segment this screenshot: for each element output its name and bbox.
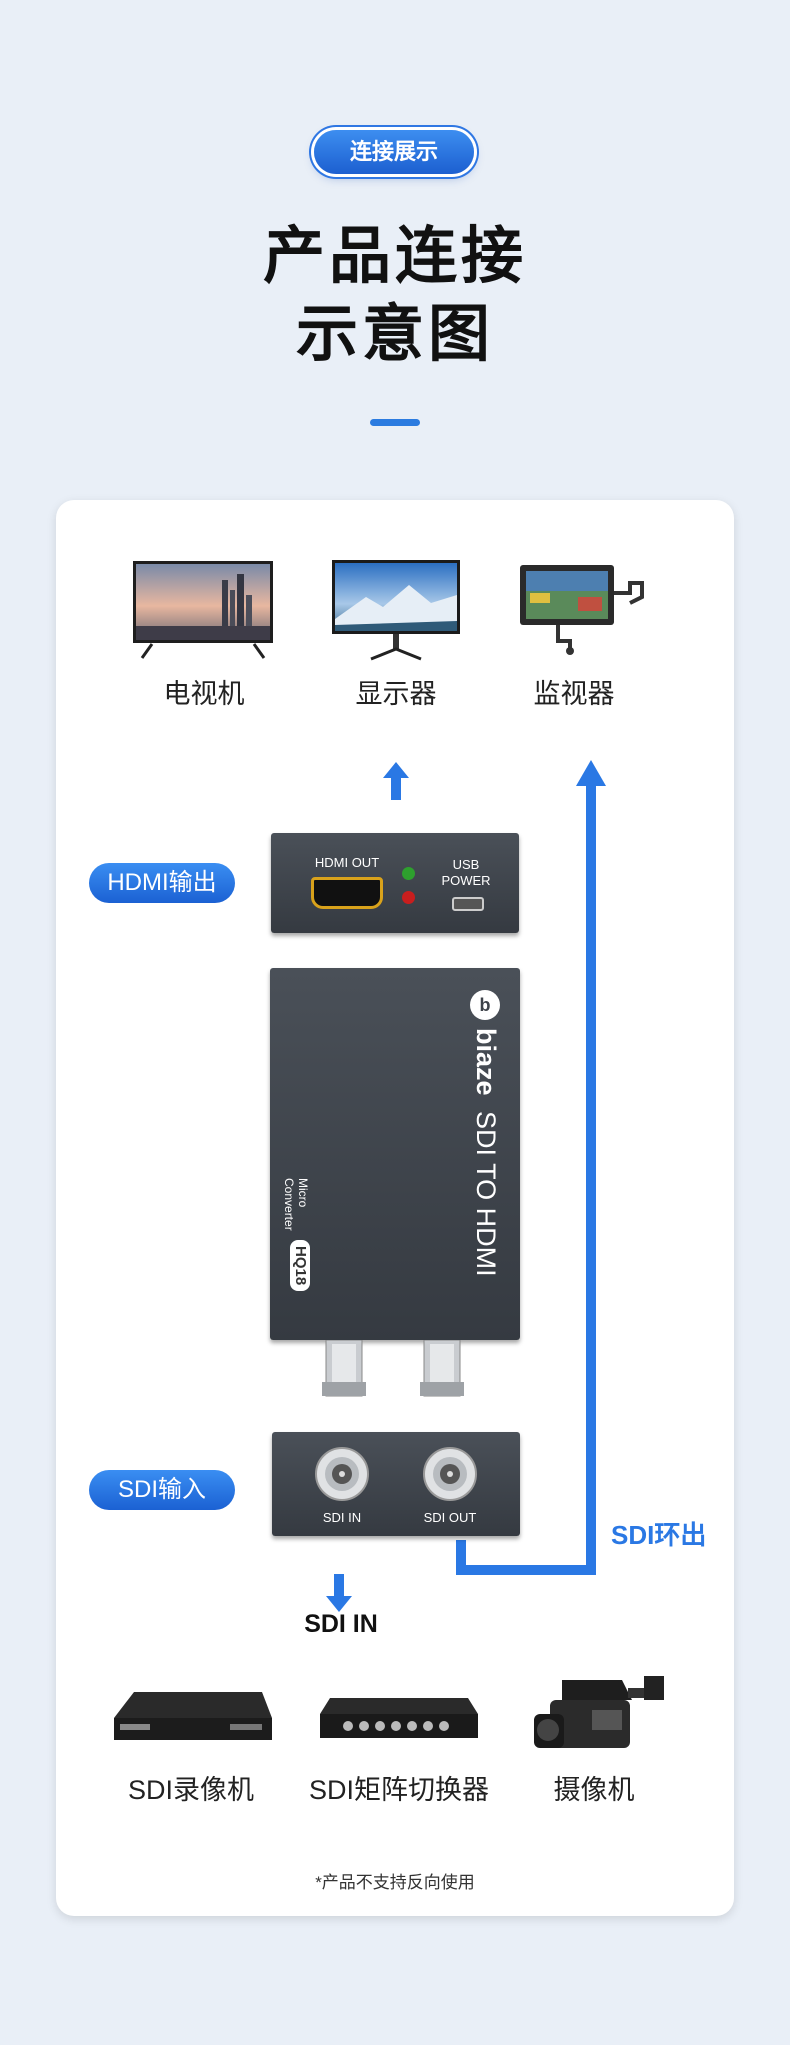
sdi-in-arrow-label: SDI IN — [304, 1610, 378, 1638]
usb-label-1: USB — [452, 857, 480, 872]
monitor-icon — [332, 560, 460, 661]
sdi-loop-line-stub — [456, 1540, 466, 1575]
sdi-down-arrow-icon — [326, 1574, 352, 1612]
sdi-loop-out-label: SDI环出 — [611, 1520, 707, 1550]
output-label-field-monitor: 监视器 — [533, 679, 615, 709]
sdi-out-port-label: SDI OUT — [423, 1510, 477, 1525]
matrix-switcher-icon — [320, 1698, 478, 1738]
sdi-out-port-icon — [423, 1447, 477, 1501]
sdi-in-port-icon — [315, 1447, 369, 1501]
output-label-tv: 电视机 — [163, 679, 245, 709]
hdmi-up-arrow-icon — [383, 762, 409, 800]
usb-port — [452, 897, 484, 911]
product-name: SDI TO HDMI — [471, 1111, 501, 1277]
field-monitor-icon — [520, 565, 644, 655]
brand-logo-icon: b — [470, 990, 500, 1020]
sdi-loop-line-vertical — [586, 780, 596, 1575]
hdmi-panel: HDMI OUT USB POWER — [271, 833, 519, 933]
type-line2: Converter — [282, 1178, 296, 1231]
sdi-in-port-label: SDI IN — [322, 1510, 362, 1525]
dvr-icon — [114, 1692, 272, 1740]
hdmi-out-label: HDMI OUT — [314, 855, 380, 870]
bnc-connectors-icon — [322, 1340, 464, 1397]
page-title-line1: 产品连接 — [262, 222, 527, 291]
brand-name: biaze — [471, 1028, 501, 1096]
sdi-loop-line-horizontal — [456, 1565, 596, 1575]
tv-icon — [133, 561, 273, 659]
converter-body: b biaze SDI TO HDMI Micro Converter HQ18 — [270, 968, 520, 1340]
diagram-card: 电视机 显示器 监视器 HDMI输出 HDMI OUT USB POWER b … — [56, 500, 734, 1916]
hdmi-port — [311, 877, 383, 909]
model-badge: HQ18 — [290, 1240, 310, 1292]
sdi-input-label: SDI输入 — [89, 1470, 235, 1510]
input-label-dvr: SDI录像机 — [127, 1775, 254, 1805]
input-label-camcorder: 摄像机 — [553, 1775, 635, 1805]
hdmi-output-label: HDMI输出 — [89, 863, 235, 903]
input-label-matrix-switcher: SDI矩阵切换器 — [308, 1775, 489, 1805]
power-led-green — [402, 867, 415, 880]
usb-label-2: POWER — [441, 873, 491, 888]
output-label-monitor: 显示器 — [355, 679, 437, 709]
footnote: *产品不支持反向使用 — [315, 1873, 475, 1892]
power-led-red — [402, 891, 415, 904]
type-line1: Micro — [296, 1178, 310, 1208]
sdi-panel: SDI IN SDI OUT — [272, 1432, 520, 1536]
title-divider — [370, 419, 420, 426]
sdi-loop-up-arrow-icon — [576, 760, 606, 786]
section-badge: 连接展示 — [314, 130, 474, 174]
camcorder-icon — [534, 1676, 664, 1748]
page-title-line2: 示意图 — [295, 300, 494, 369]
